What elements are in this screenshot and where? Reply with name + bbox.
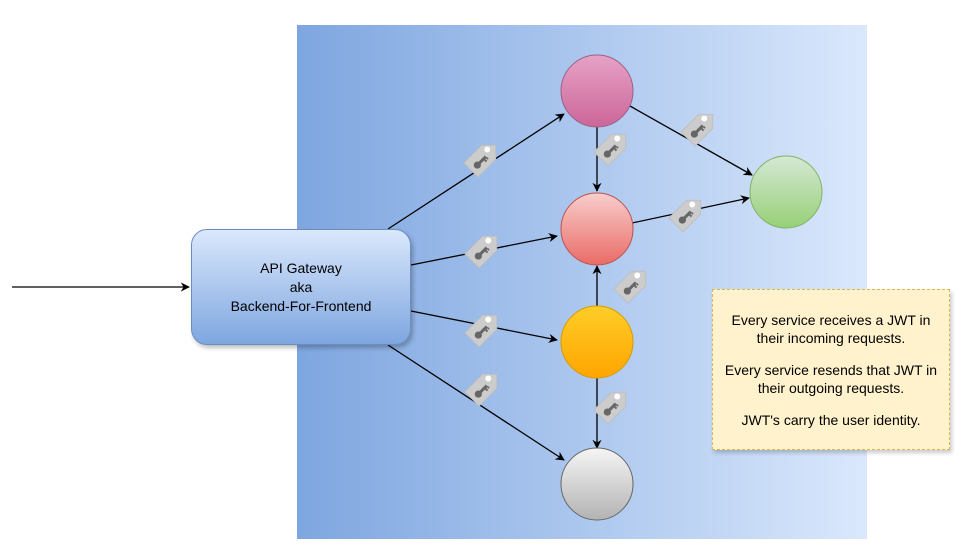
service-node-gray bbox=[560, 447, 634, 521]
service-node-pink bbox=[560, 54, 634, 128]
api-gateway-node: API Gateway aka Backend-For-Frontend bbox=[191, 229, 411, 345]
gateway-label-line1: API Gateway bbox=[260, 259, 342, 276]
service-node-orange bbox=[560, 305, 634, 379]
gateway-label-line3: Backend-For-Frontend bbox=[230, 297, 372, 314]
gateway-label-line2: aka bbox=[289, 278, 313, 295]
note-paragraph-3: JWT's carry the user identity. bbox=[741, 411, 921, 428]
service-node-green bbox=[749, 155, 823, 229]
note-paragraph-2: Every service resends that JWT in their … bbox=[724, 361, 938, 396]
explanation-note: Every service receives a JWT in their in… bbox=[712, 289, 950, 450]
service-node-red bbox=[560, 192, 634, 266]
note-paragraph-1: Every service receives a JWT in their in… bbox=[731, 311, 931, 346]
